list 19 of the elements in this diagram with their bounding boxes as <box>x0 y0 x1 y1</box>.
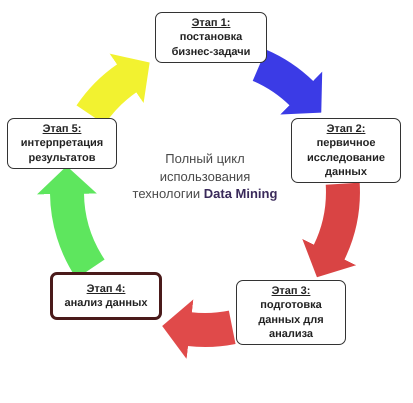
stage-description: подготовка данных для анализа <box>257 298 325 342</box>
stage-description: постановка бизнес-задачи <box>170 30 252 59</box>
stage-description: анализ данных <box>64 296 148 310</box>
arrow <box>252 50 322 116</box>
stage-box <box>50 272 162 320</box>
stage-description: первичное исследование данных <box>306 136 386 180</box>
stage-box <box>291 118 401 184</box>
stage-heading: Этап 3: <box>272 284 310 298</box>
arrow <box>301 184 360 278</box>
stage-description: интерпретация результатов <box>20 136 104 165</box>
stage-heading: Этап 4: <box>86 282 126 296</box>
stage-box <box>7 118 117 169</box>
arrow <box>162 299 235 360</box>
stage-box <box>155 12 267 63</box>
stage-heading: Этап 1: <box>192 16 230 30</box>
center-caption: Полный цикл использования технологии Data Mining <box>132 150 278 203</box>
stage-heading: Этап 5: <box>42 122 82 136</box>
stage-box <box>236 280 346 346</box>
stage-heading: Этап 2: <box>326 122 366 136</box>
